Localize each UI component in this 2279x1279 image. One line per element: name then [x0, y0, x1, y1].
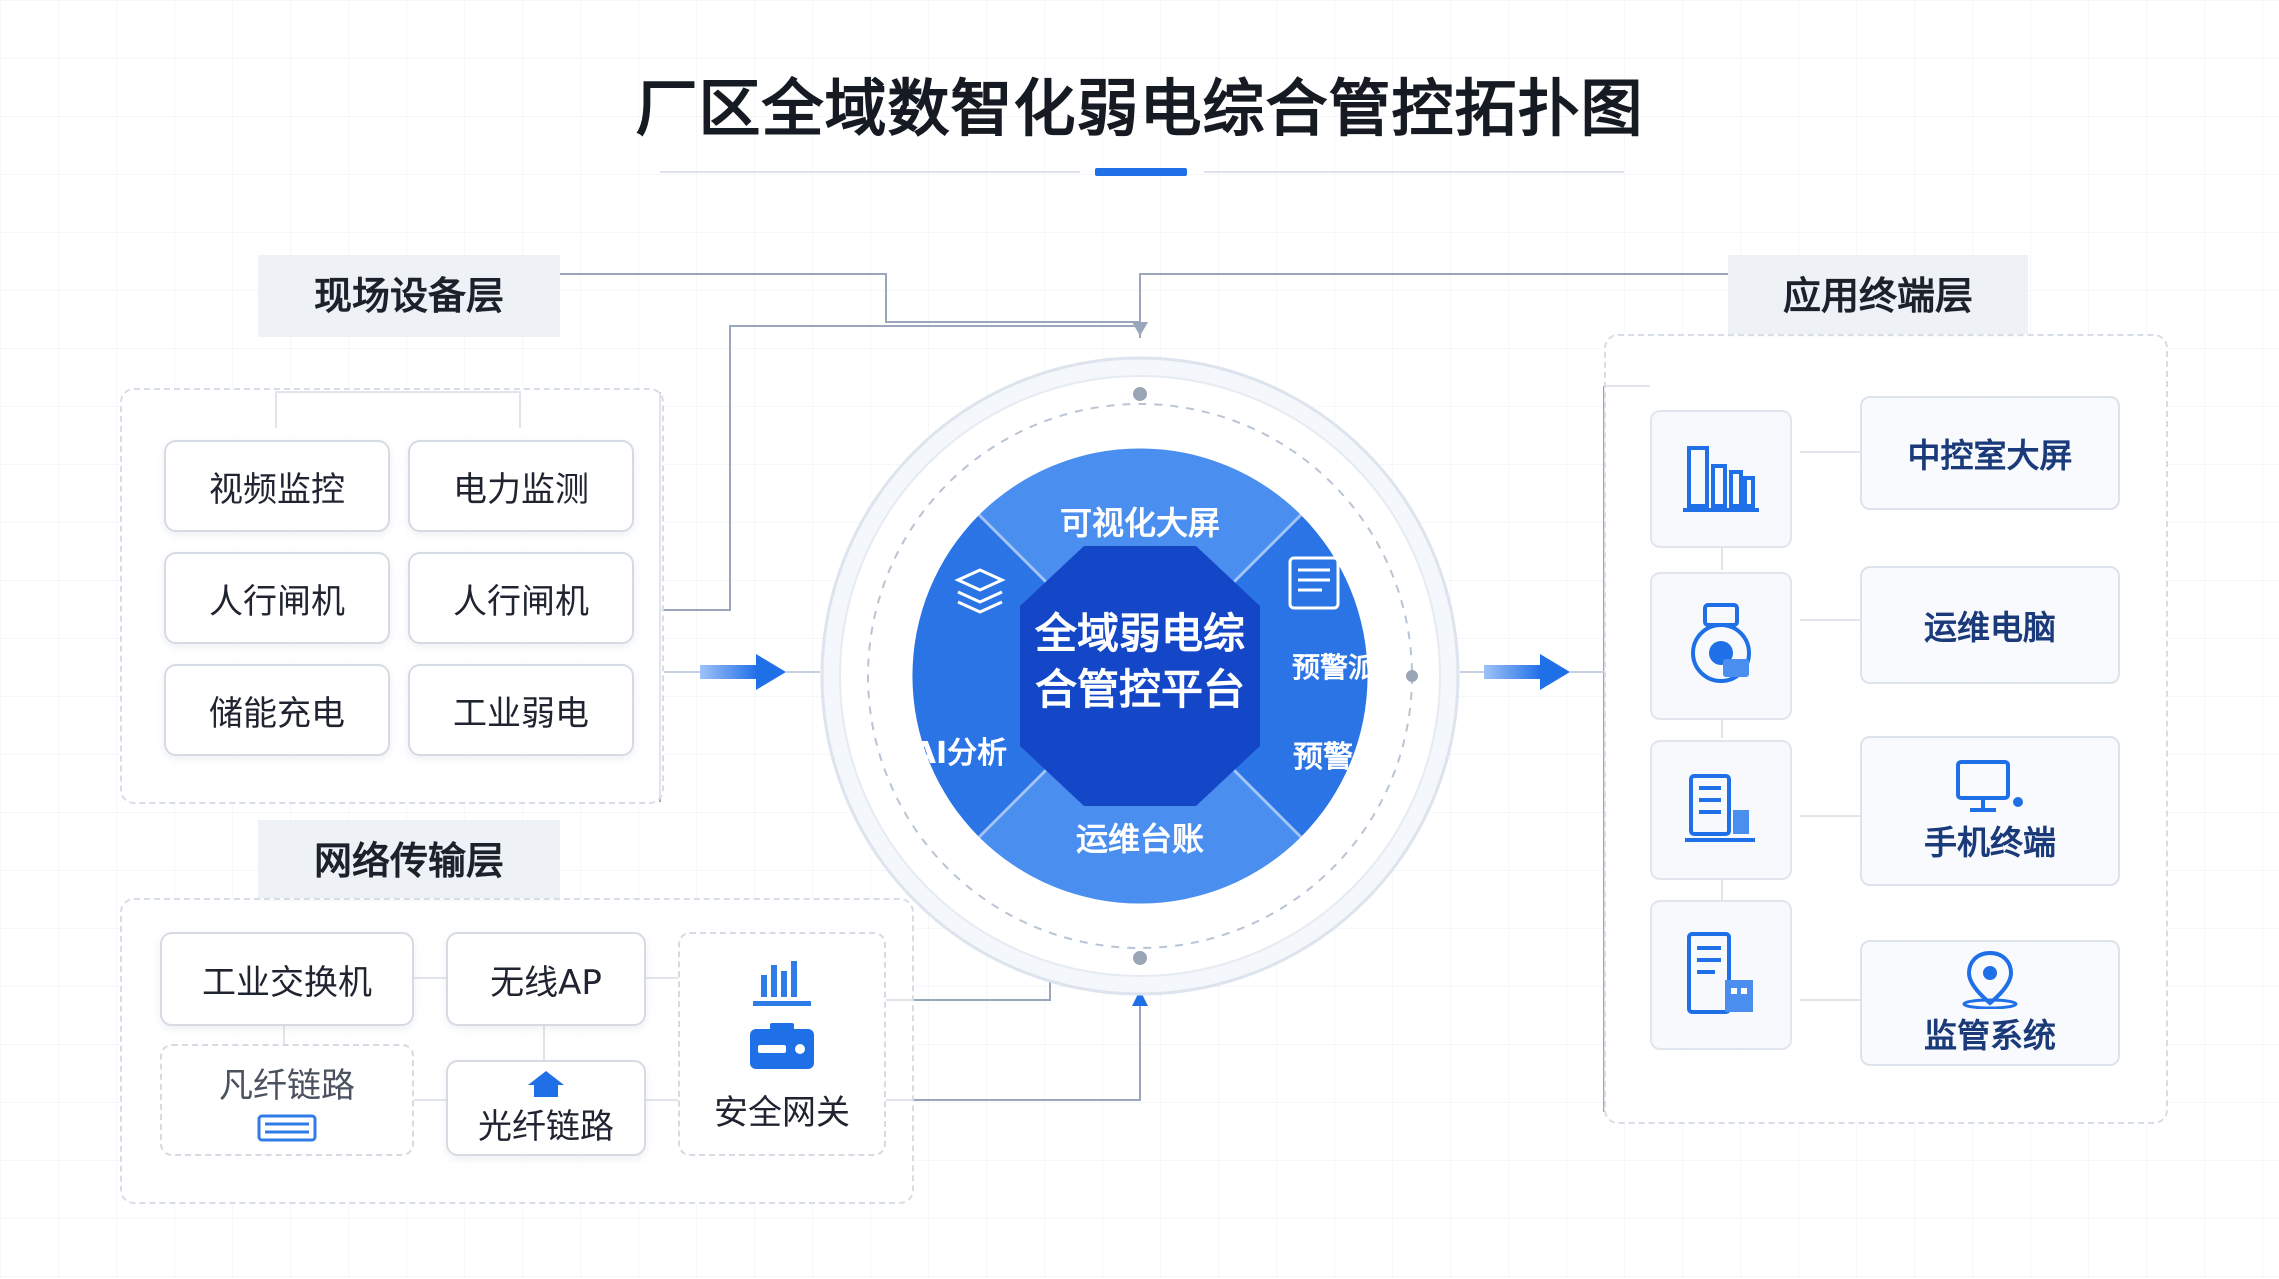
terminal-icon [1685, 774, 1755, 842]
gateway-device-icon [750, 1022, 814, 1069]
app-row-2-box[interactable]: 运维电脑 [1860, 566, 2120, 684]
industrial-switch-box[interactable]: 工业交换机 [160, 932, 414, 1026]
maintenance-icon [1691, 603, 1751, 683]
building-doc-icon [1687, 932, 1753, 1014]
bar-chart-icon [753, 960, 811, 1006]
panel-icon [257, 1114, 317, 1141]
app-row-3-box[interactable]: 手机终端 [1860, 736, 2120, 886]
app-row-4-label: 监管系统 [1924, 1016, 2056, 1055]
bar-chart-icon [1683, 446, 1759, 512]
app-row-1-icon-box[interactable] [1650, 410, 1792, 548]
platform-core-line1: 全域弱电综 [1034, 609, 1245, 658]
security-gateway-box[interactable]: 安全网关 [678, 932, 886, 1156]
fiber-link-box-a[interactable]: 凡纤链路 [160, 1044, 414, 1156]
app-row-1-box[interactable]: 中控室大屏 [1860, 396, 2120, 510]
platform-hub: 可视化大屏 预警派单 预警 AI分析 运维台账 全域弱电综 合管控平台 [820, 356, 1460, 996]
app-row-2-icon-box[interactable] [1650, 572, 1792, 720]
app-row-3-label: 手机终端 [1924, 823, 2056, 862]
fiber-link-box-b[interactable]: 光纤链路 [446, 1060, 646, 1156]
wireless-ap-box[interactable]: 无线AP [446, 932, 646, 1026]
layers-icon [954, 568, 1006, 614]
home-icon [528, 1070, 564, 1097]
app-row-4-icon-box[interactable] [1650, 900, 1792, 1050]
monitor-icon [1956, 760, 2023, 812]
segment-right-lower-label: 预警 [1293, 740, 1353, 775]
page-title: 厂区全域数智化弱电综合管控拓扑图 [635, 72, 1644, 145]
field-item-power[interactable]: 电力监测 [408, 440, 634, 532]
title-accent-bar [1095, 168, 1187, 176]
app-row-3-icon-box[interactable] [1650, 740, 1792, 880]
app-row-1-label: 中控室大屏 [1907, 436, 2073, 475]
platform-core-title: 全域弱电综 合管控平台 [1020, 606, 1260, 718]
segment-right-label: 预警派单 [1291, 651, 1404, 684]
title-rule-left [660, 171, 1080, 173]
field-item-industrial[interactable]: 工业弱电 [408, 664, 634, 756]
platform-core-line2: 合管控平台 [1034, 665, 1245, 714]
field-layer-label: 现场设备层 [258, 255, 560, 337]
field-item-video[interactable]: 视频监控 [164, 440, 390, 532]
platform-ring [820, 356, 1460, 996]
segment-left-label: AI分析 [912, 736, 1008, 771]
location-icon [1962, 950, 2018, 1009]
document-icon [1288, 556, 1340, 610]
network-layer-label: 网络传输层 [258, 820, 560, 902]
field-item-storage[interactable]: 储能充电 [164, 664, 390, 756]
segment-bottom-label: 运维台账 [1075, 820, 1204, 858]
title-rule-right [1204, 171, 1624, 173]
app-row-2-label: 运维电脑 [1924, 608, 2056, 647]
app-row-4-box[interactable]: 监管系统 [1860, 940, 2120, 1066]
app-layer-label: 应用终端层 [1728, 255, 2028, 337]
field-item-gate-a[interactable]: 人行闸机 [164, 552, 390, 644]
field-item-gate-b[interactable]: 人行闸机 [408, 552, 634, 644]
segment-top-label: 可视化大屏 [1059, 504, 1220, 542]
